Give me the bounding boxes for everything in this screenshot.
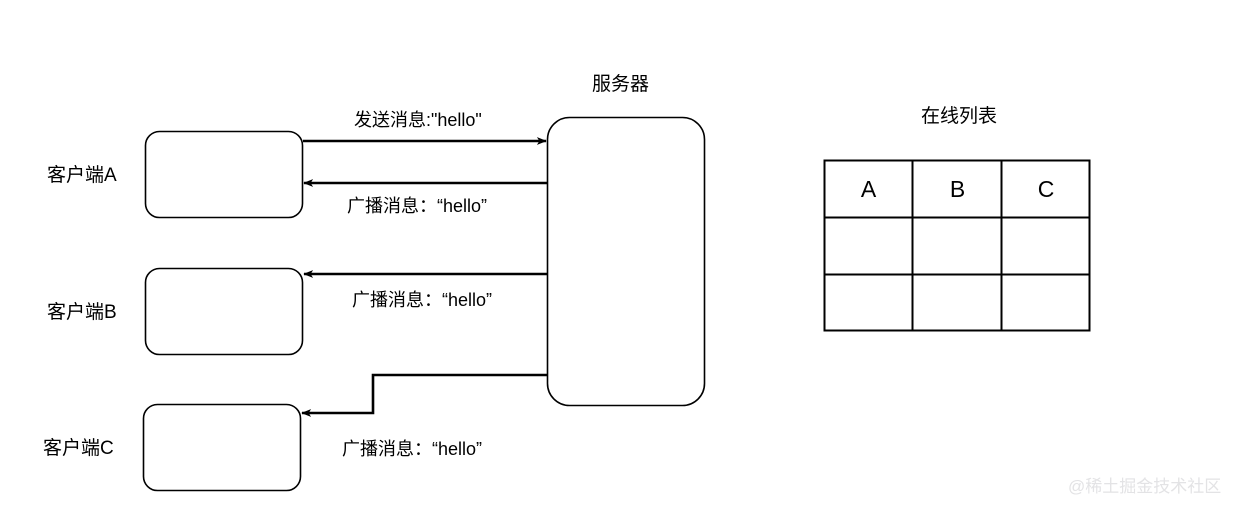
table-outer-border (823, 159, 1091, 332)
edge-label-send-hello: 发送消息:"hello" (354, 110, 482, 130)
client-c-label: 客户端C (43, 438, 114, 459)
client-a-box[interactable] (144, 130, 304, 219)
edge-broadcast-c (301, 373, 547, 417)
watermark: @稀土掘金技术社区 (1068, 477, 1222, 496)
client-c-box[interactable] (142, 403, 302, 492)
client-b-box[interactable] (144, 267, 304, 356)
table-cell-header-b: B (949, 176, 966, 202)
online-list-title: 在线列表 (921, 106, 998, 127)
edge-label-broadcast-c: 广播消息：“hello” (342, 439, 483, 459)
server-box[interactable] (546, 116, 706, 407)
edge-label-broadcast-b: 广播消息：“hello” (352, 290, 493, 310)
table-cell-header-c: C (1037, 176, 1055, 202)
server-label: 服务器 (592, 74, 650, 95)
online-list-table (823, 159, 1091, 332)
client-a-label: 客户端A (47, 165, 117, 186)
client-b-label: 客户端B (47, 302, 117, 323)
edge-label-broadcast-a: 广播消息：“hello” (347, 196, 488, 216)
table-cell-header-a: A (860, 176, 877, 202)
